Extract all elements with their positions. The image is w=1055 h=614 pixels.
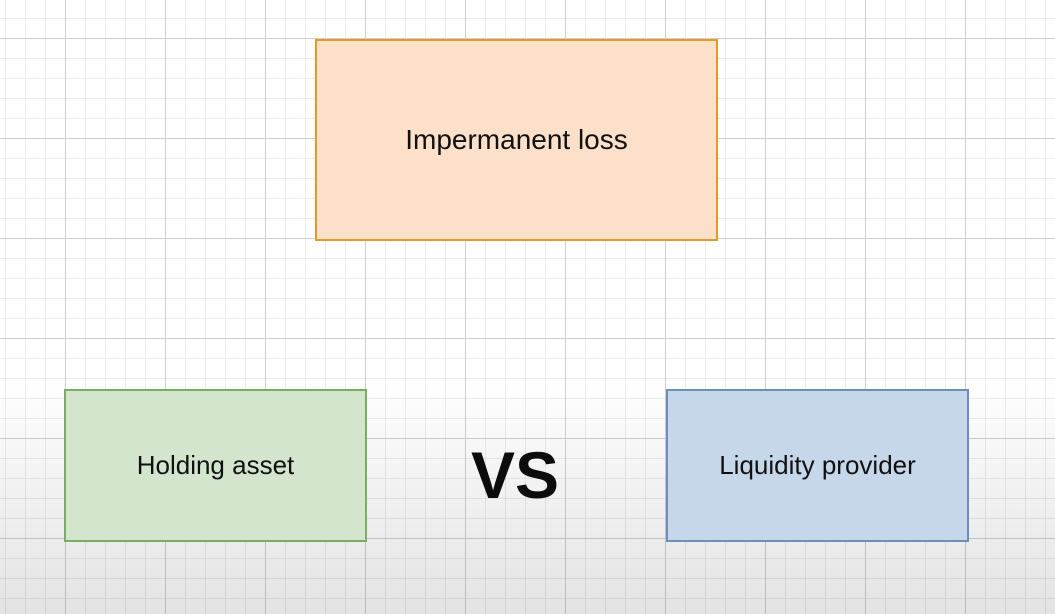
- holding-asset-box[interactable]: Holding asset: [64, 389, 367, 542]
- impermanent-loss-label: Impermanent loss: [405, 124, 628, 155]
- versus-label: VS: [470, 438, 560, 512]
- liquidity-provider-box[interactable]: Liquidity provider: [666, 389, 969, 542]
- liquidity-provider-label: Liquidity provider: [719, 450, 916, 480]
- holding-asset-label: Holding asset: [136, 450, 295, 480]
- impermanent-loss-box[interactable]: Impermanent loss: [315, 39, 718, 241]
